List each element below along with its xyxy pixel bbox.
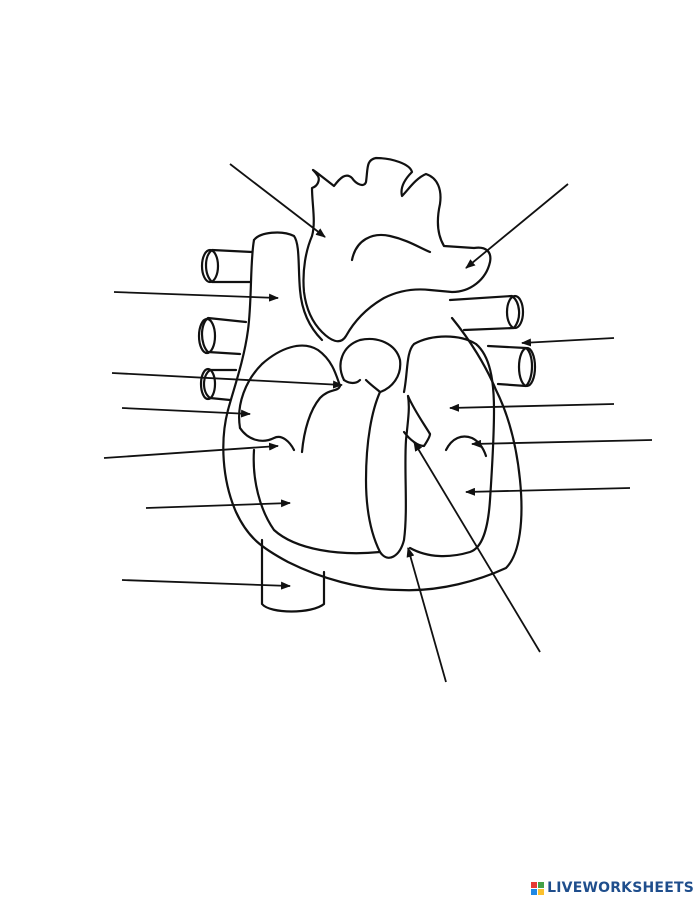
right-atrium-wall: [238, 344, 342, 430]
pulmonary-valve: [342, 378, 382, 394]
right-ventricle-wall: [252, 448, 382, 555]
pulmonary-trunk-ring: [339, 337, 402, 394]
pointer-left-ventricle: [465, 487, 631, 496]
left-atrium-wall: [402, 335, 496, 558]
pointer-mitral-valve: [471, 439, 653, 448]
pointer-aortic-valve: [413, 441, 541, 653]
heart-outline: [197, 156, 537, 613]
pointer-tricuspid-valve: [103, 442, 279, 459]
pointer-pulmonary-valve: [111, 372, 343, 389]
liveworksheets-logo-icon: [531, 881, 545, 895]
aorta-inner-curve: [350, 233, 432, 262]
aortic-valve: [402, 430, 432, 448]
pointer-pulmonary-veins: [521, 337, 615, 347]
tricuspid-valve: [238, 384, 342, 454]
pointer-left-atrium: [449, 403, 615, 412]
septum: [364, 390, 410, 559]
left-pulmonary-veins: [197, 248, 254, 402]
logo-square-4: [538, 888, 545, 895]
inferior-vena-cava: [260, 538, 326, 613]
pointer-pulmonary-artery: [465, 183, 569, 269]
svc-left-wall: [226, 238, 256, 412]
mitral-valve: [406, 394, 488, 458]
right-pulmonary-veins: [448, 294, 537, 388]
heart-body: [222, 316, 523, 592]
pointer-aorta: [229, 163, 326, 238]
logo-square-1: [531, 881, 538, 888]
logo-square-3: [531, 888, 538, 895]
logo-square-2: [538, 881, 545, 888]
superior-vena-cava: [252, 231, 324, 342]
pointer-septum: [406, 547, 447, 683]
liveworksheets-watermark: LIVEWORKSHEETS: [531, 880, 694, 896]
pointer-inferior-vena-cava: [121, 579, 291, 590]
pointer-superior-vena-cava: [113, 291, 279, 302]
label-pointers: [103, 163, 653, 683]
pointer-right-ventricle: [145, 499, 291, 509]
pointer-right-atrium: [121, 407, 251, 418]
aortic-arch: [302, 156, 492, 343]
brand-text: LIVEWORKSHEETS: [547, 880, 694, 896]
